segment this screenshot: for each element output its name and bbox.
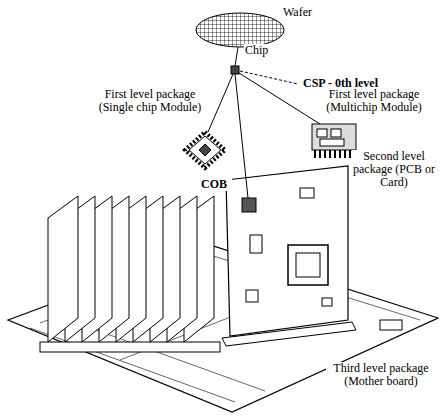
card-component bbox=[246, 290, 258, 302]
card-module-die bbox=[296, 253, 320, 277]
card-component bbox=[322, 298, 332, 306]
leader-line bbox=[240, 71, 298, 84]
part-label: Chip bbox=[244, 44, 276, 57]
wafer bbox=[196, 13, 284, 47]
heat-sink-fin bbox=[48, 196, 78, 342]
part-label: First level package (Single chip Module) bbox=[96, 88, 204, 114]
part-label: Wafer bbox=[282, 6, 326, 19]
card-module bbox=[288, 245, 328, 285]
leader-line bbox=[235, 74, 248, 198]
pcb-card bbox=[226, 166, 348, 336]
leader-line bbox=[235, 47, 238, 66]
chip bbox=[231, 66, 239, 74]
module-die bbox=[199, 144, 211, 156]
heat-sink-base bbox=[40, 342, 220, 352]
board-component bbox=[380, 320, 402, 330]
module-die bbox=[317, 129, 327, 137]
part-label: First level package (Multichip Module) bbox=[318, 88, 430, 114]
single-chip-module bbox=[189, 136, 221, 164]
single-chip-module-pins bbox=[185, 132, 225, 168]
leader-line bbox=[208, 74, 233, 132]
card-component bbox=[300, 188, 314, 198]
part-label: Second level package (PCB or Card) bbox=[352, 150, 436, 189]
module-die bbox=[320, 139, 344, 146]
part-label: Third level package (Mother board) bbox=[326, 362, 436, 388]
multichip-module bbox=[312, 124, 356, 150]
cob-chip bbox=[242, 198, 256, 212]
module-die bbox=[331, 129, 341, 137]
card-component bbox=[250, 235, 262, 253]
part-label: COB bbox=[200, 178, 232, 191]
multichip-module-pins bbox=[314, 150, 354, 158]
